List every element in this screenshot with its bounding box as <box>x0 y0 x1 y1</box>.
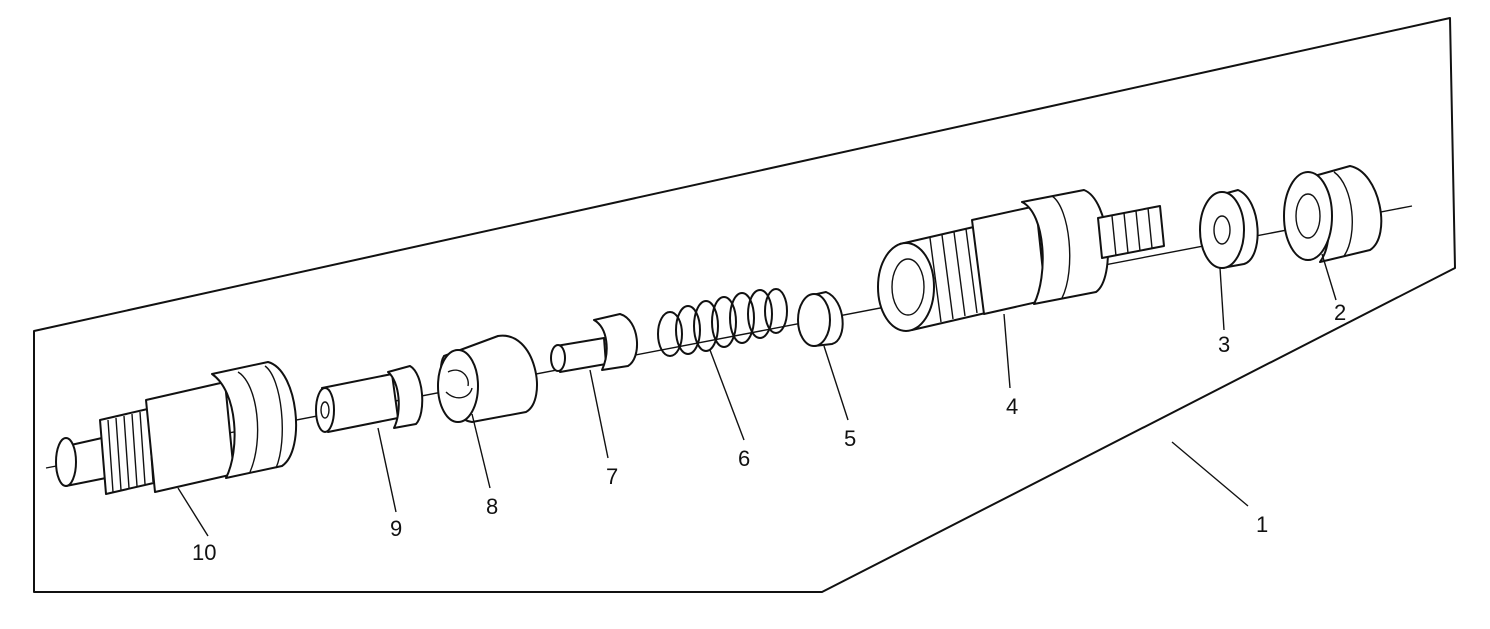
callout-6-label: 6 <box>738 446 750 471</box>
callout-9-label: 9 <box>390 516 402 541</box>
holder-part <box>877 189 1165 332</box>
callout-2-label: 2 <box>1334 300 1346 325</box>
spring-part <box>657 288 788 357</box>
sleeve-part <box>315 365 424 433</box>
callout-10-label: 10 <box>192 540 216 565</box>
washer-disc-part <box>797 291 844 347</box>
callout-4-label: 4 <box>1006 394 1018 419</box>
valve-seat-part <box>437 334 538 423</box>
valve-part <box>550 313 639 373</box>
nut-part <box>1283 165 1383 263</box>
assembly-outline <box>33 17 1456 593</box>
callout-5-label: 5 <box>844 426 856 451</box>
fitting-body-part <box>55 361 298 495</box>
callout-1-label: 1 <box>1256 512 1268 537</box>
callout-8-label: 8 <box>486 494 498 519</box>
callout-3-label: 3 <box>1218 332 1230 357</box>
callout-7-label: 7 <box>606 464 618 489</box>
leader-lines <box>177 253 1337 537</box>
washer-part <box>1199 189 1259 269</box>
